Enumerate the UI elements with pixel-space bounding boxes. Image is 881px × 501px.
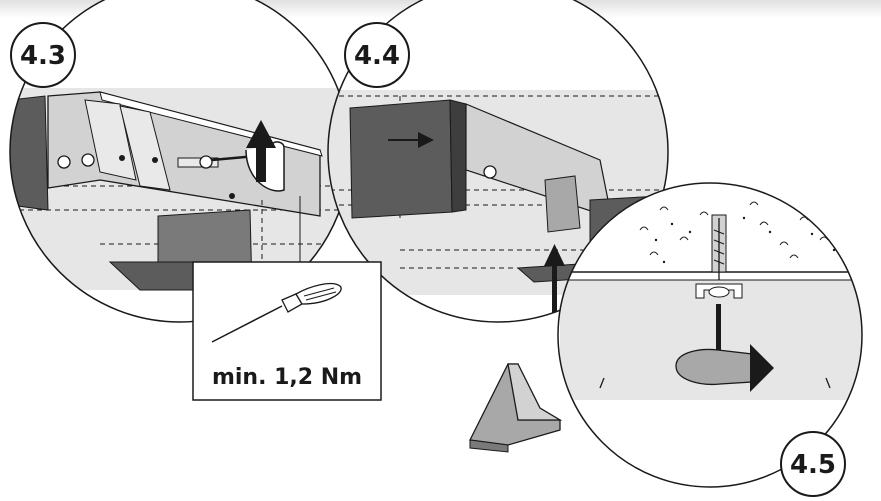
step-4-4-panel <box>327 0 669 323</box>
screwdriver-icon <box>211 282 342 343</box>
step-label: 4.5 <box>790 450 836 480</box>
screw-icon <box>711 214 727 290</box>
rotate-arrow-icon <box>245 120 285 192</box>
torque-value: min. 1,2 Nm <box>212 365 362 390</box>
step-4-3-panel <box>9 0 351 323</box>
torque-callout: min. 1,2 Nm <box>192 261 382 401</box>
push-arrow-icon <box>544 244 565 317</box>
end-cap-bracket <box>469 363 563 453</box>
badge-step-4-4: 4.4 <box>344 22 410 88</box>
step-label: 4.3 <box>20 41 66 71</box>
badge-step-4-5: 4.5 <box>780 431 846 497</box>
badge-step-4-3: 4.3 <box>10 22 76 88</box>
step-label: 4.4 <box>354 41 400 71</box>
rotate-arrow-icon <box>675 344 774 392</box>
